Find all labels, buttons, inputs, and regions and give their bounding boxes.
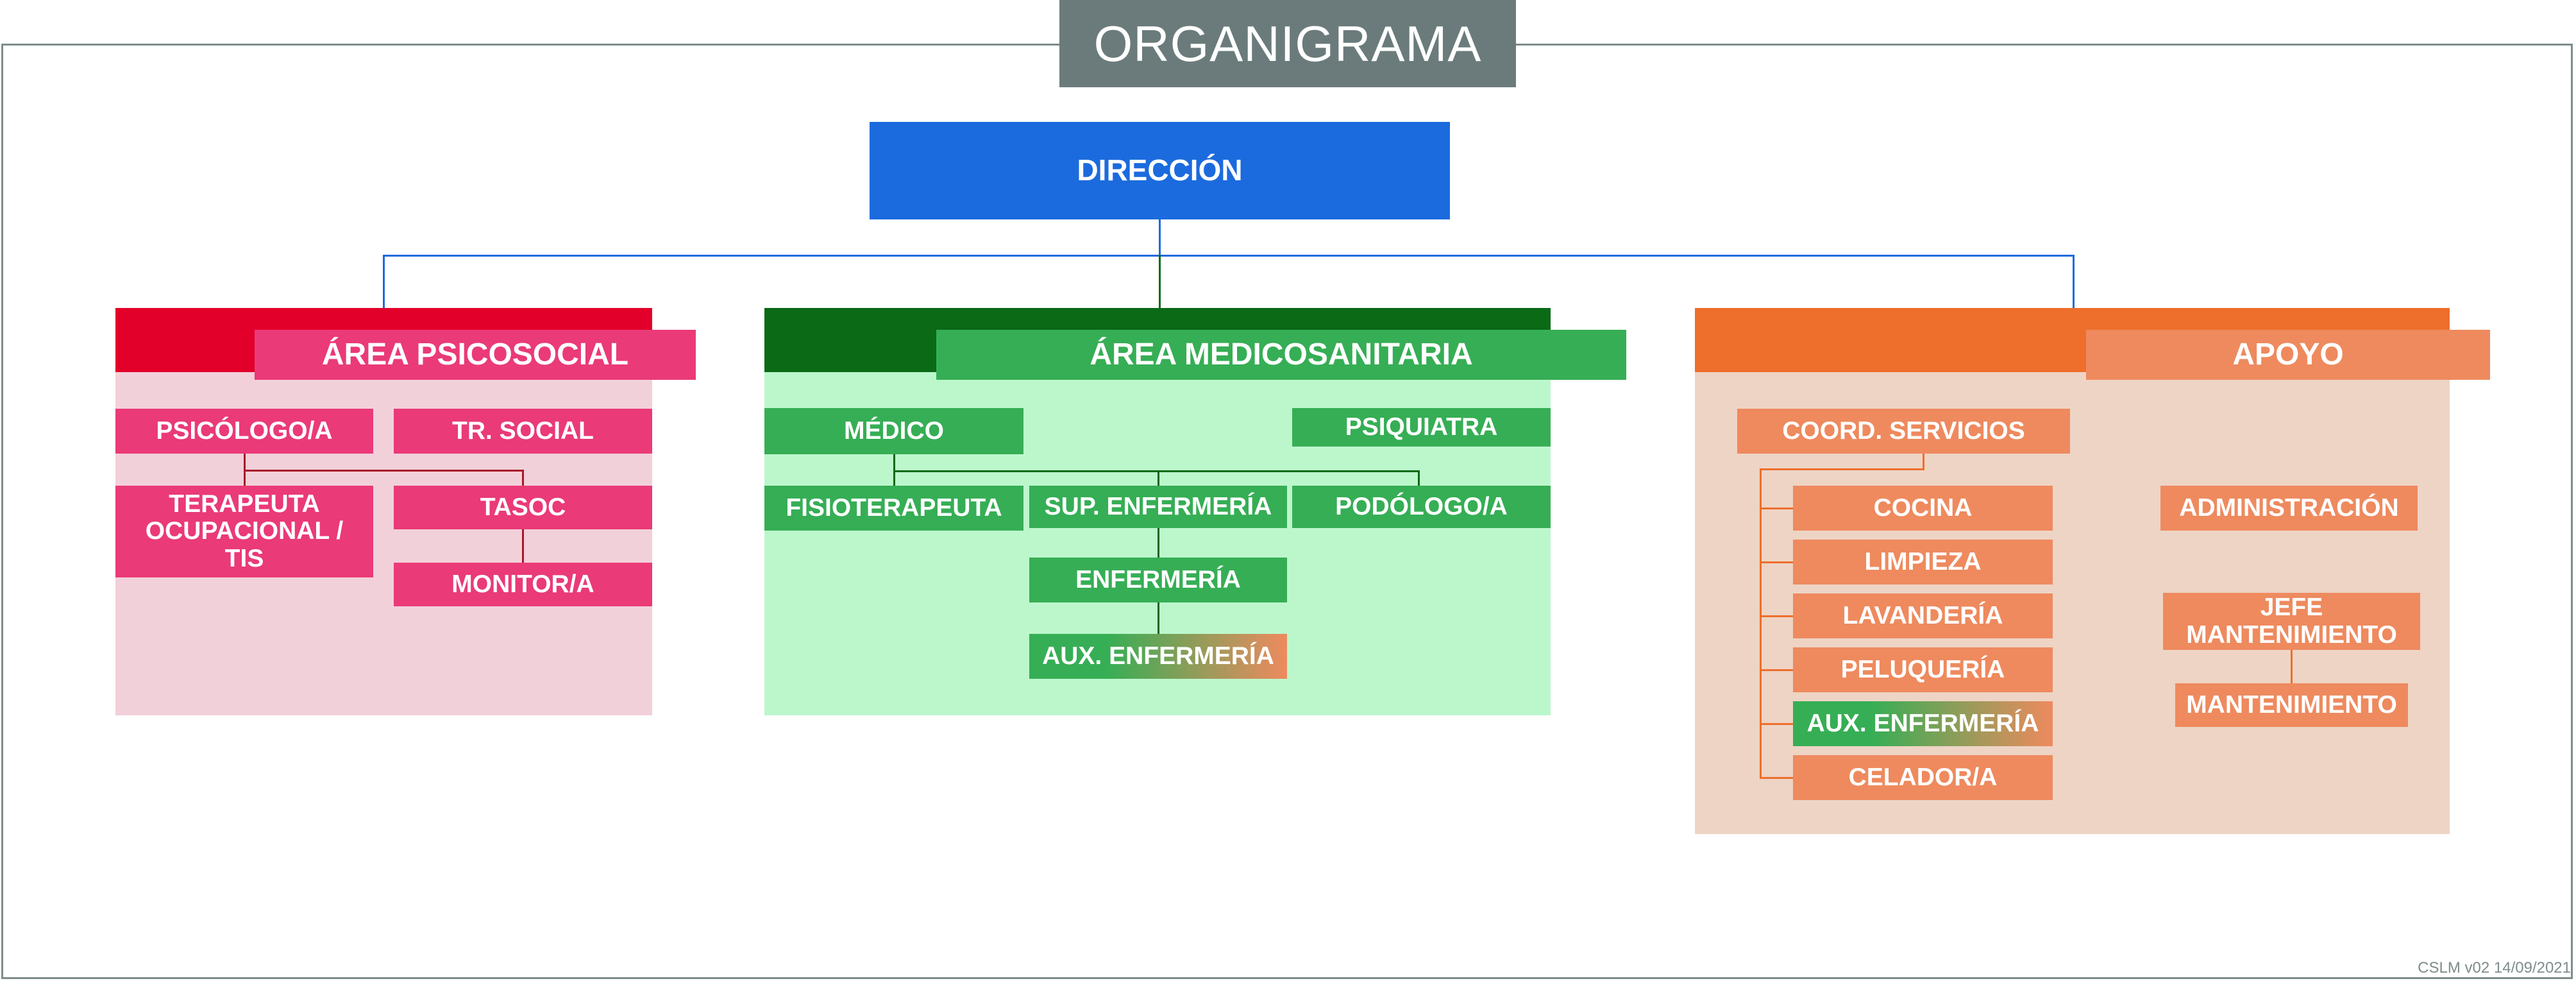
coord-servicios-box: COORD. SERVICIOS xyxy=(1737,409,2070,454)
medicosanitaria-header: ÁREA MEDICOSANITARIA xyxy=(936,330,1626,380)
apoyo-aux-enfermeria-box: AUX. ENFERMERÍA xyxy=(1793,701,2053,746)
connector-medico-horizontal xyxy=(893,470,1420,472)
psiquiatra-box: PSIQUIATRA xyxy=(1292,408,1551,447)
connector-sup-enfermeria xyxy=(1158,528,1159,558)
terapeuta-box: TERAPEUTA OCUPACIONAL / TIS xyxy=(115,486,373,577)
connector-direction-stem xyxy=(1159,219,1161,256)
connector-to-tasoc xyxy=(522,470,524,486)
connector-medico-stem xyxy=(893,454,895,484)
connector-to-fisioterapeuta xyxy=(893,470,895,486)
connector-to-aux-enfermeria xyxy=(1760,723,1793,725)
version-footer: CSLM v02 14/09/2021 xyxy=(2418,959,2571,977)
aux-enfermeria-box: AUX. ENFERMERÍA xyxy=(1029,634,1287,679)
administracion-box: ADMINISTRACIÓN xyxy=(2160,486,2418,531)
peluqueria-box: PELUQUERÍA xyxy=(1793,647,2053,692)
monitor-box: MONITOR/A xyxy=(394,563,652,606)
limpieza-box: LIMPIEZA xyxy=(1793,540,2053,584)
connector-coord-horizontal xyxy=(1760,468,1924,470)
connector-to-podologo xyxy=(1418,470,1420,486)
psicosocial-header: ÁREA PSICOSOCIAL xyxy=(255,330,696,380)
psicologo-box: PSICÓLOGO/A xyxy=(115,409,373,454)
connector-to-lavanderia xyxy=(1760,615,1793,617)
connector-direction-horizontal xyxy=(383,255,2075,257)
connector-to-apoyo xyxy=(2073,255,2075,308)
mantenimiento-box: MANTENIMIENTO xyxy=(2175,683,2408,727)
connector-to-peluqueria xyxy=(1760,669,1793,671)
connector-to-celador xyxy=(1760,777,1793,779)
connector-to-psicosocial xyxy=(383,255,385,308)
jefe-mantenimiento-box: JEFE MANTENIMIENTO xyxy=(2163,593,2420,650)
connector-to-limpieza xyxy=(1760,561,1793,563)
connector-coord-stem xyxy=(1923,454,1924,470)
connector-psicologo-horizontal xyxy=(244,470,524,472)
connector-tasoc-monitor xyxy=(522,529,524,563)
connector-to-cocina xyxy=(1760,508,1793,509)
tasoc-box: TASOC xyxy=(394,486,652,529)
connector-services-vertical xyxy=(1760,468,1762,778)
fisioterapeuta-box: FISIOTERAPEUTA xyxy=(764,486,1023,531)
podologo-box: PODÓLOGO/A xyxy=(1292,486,1551,528)
celador-box: CELADOR/A xyxy=(1793,755,2053,800)
lavanderia-box: LAVANDERÍA xyxy=(1793,593,2053,638)
enfermeria-box: ENFERMERÍA xyxy=(1029,558,1287,602)
medico-box: MÉDICO xyxy=(764,408,1023,454)
connector-jefe-mantenimiento xyxy=(2291,650,2293,683)
apoyo-header: APOYO xyxy=(2086,330,2490,380)
sup-enfermeria-box: SUP. ENFERMERÍA xyxy=(1029,486,1287,528)
connector-enfermeria-aux xyxy=(1158,602,1159,634)
tr-social-box: TR. SOCIAL xyxy=(394,409,652,454)
cocina-box: COCINA xyxy=(1793,486,2053,531)
connector-to-medicosanitaria xyxy=(1159,255,1161,308)
page-title: ORGANIGRAMA xyxy=(1059,0,1516,87)
direction-box: DIRECCIÓN xyxy=(870,122,1450,219)
connector-to-sup-enfermeria xyxy=(1158,470,1159,486)
